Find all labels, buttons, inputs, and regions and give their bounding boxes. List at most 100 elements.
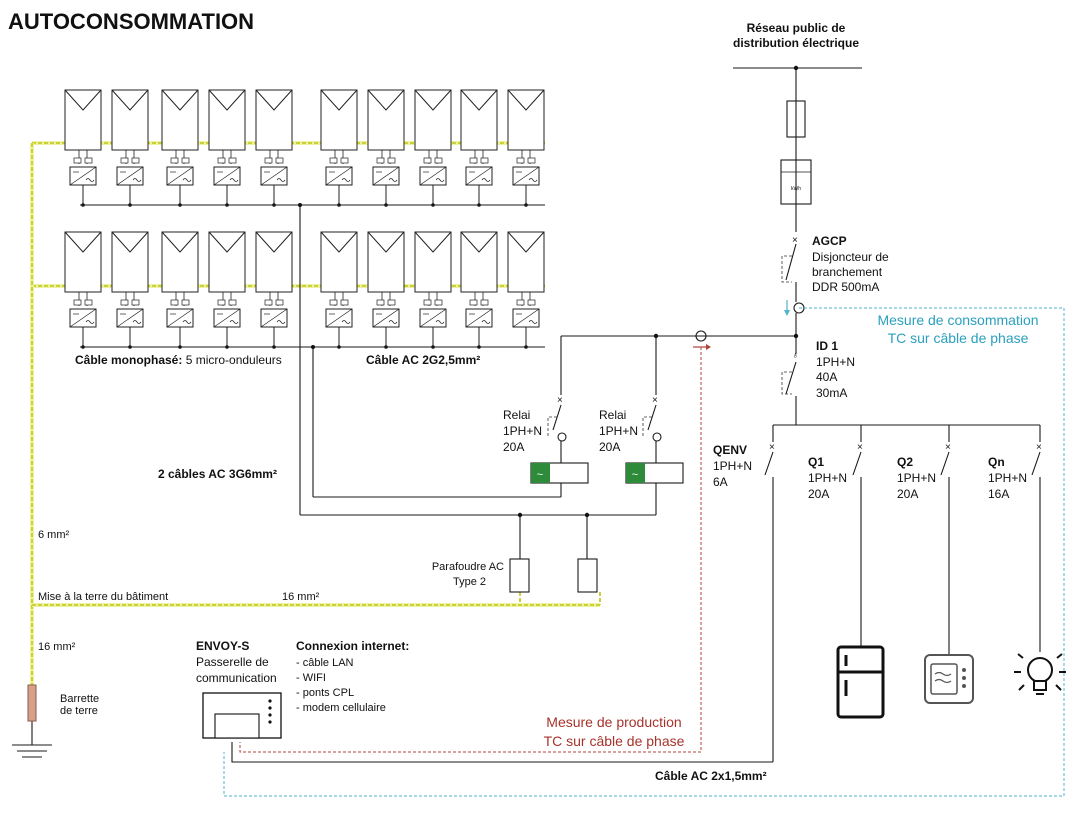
id1-mark: ♁	[792, 350, 799, 360]
pv-module	[111, 231, 149, 349]
surge-line2: Type 2	[453, 576, 486, 588]
main-fuse-icon	[786, 100, 806, 138]
earth-bar-line1: Barrette	[60, 693, 99, 705]
earth-16mm-label-b: 16 mm²	[38, 641, 76, 653]
earth-bar-line2: de terre	[60, 705, 98, 717]
cable-ac-label: Câble AC 2G2,5mm²	[366, 353, 480, 367]
microwave-icon	[924, 654, 974, 704]
agcp-breaker-mark: ×	[792, 235, 798, 246]
surge-protector: Parafoudre AC Type 2	[432, 515, 598, 593]
relay-1-line1: 1PH+N	[503, 424, 542, 438]
grid-feed: Réseau public de distribution électrique…	[733, 21, 889, 425]
pv-module	[64, 231, 102, 349]
earth-bar-icon	[27, 684, 37, 722]
circuit-qn-line1: 1PH+N	[988, 471, 1027, 485]
circuit-q2-line2: 20A	[897, 487, 918, 501]
pv-module	[460, 89, 498, 207]
internet-item-cellular: - modem cellulaire	[296, 702, 386, 714]
circuit-q1-line1: 1PH+N	[808, 471, 847, 485]
production-line1: Mesure de production	[546, 714, 681, 730]
circuit-qenv-line1: 1PH+N	[713, 459, 752, 473]
svg-text:×: ×	[769, 442, 775, 453]
pv-module	[460, 231, 498, 349]
distribution: × × × × QENV 1PH+N 6A Q1 1PH+N 20A Q2 1P…	[231, 424, 1042, 763]
pv-module	[320, 231, 358, 349]
surge-protector-2-icon	[577, 558, 598, 593]
svg-text:×: ×	[945, 442, 951, 453]
pv-array	[64, 89, 545, 349]
pv-module	[367, 231, 405, 349]
page-title: AUTOCONSOMMATION	[8, 9, 254, 34]
circuit-qenv-name: QENV	[713, 443, 747, 457]
pv-module	[255, 231, 293, 349]
circuit-qn-line2: 16A	[988, 487, 1009, 501]
circuit-q1-line2: 20A	[808, 487, 829, 501]
svg-text:×: ×	[1036, 442, 1042, 453]
agcp-line1: Disjoncteur de	[812, 250, 889, 264]
internet-item-cpl: - ponts CPL	[296, 687, 354, 699]
grid-label-line1: Réseau public de	[747, 21, 846, 35]
relay-2-green-icon	[626, 463, 645, 483]
consumption-measure: Mesure de consommation TC sur câble de p…	[223, 300, 1065, 797]
internet-item-wifi: - WIFI	[296, 672, 326, 684]
circuit-q2-name: Q2	[897, 455, 913, 469]
agcp-line2: branchement	[812, 265, 883, 279]
pv-module	[414, 89, 452, 207]
envoy-line1: Passerelle de	[196, 655, 269, 669]
svg-text:×: ×	[652, 395, 658, 406]
pv-module	[208, 89, 246, 207]
pv-module	[320, 89, 358, 207]
kwh-meter-icon	[780, 159, 812, 205]
production-ct-icon	[695, 330, 707, 342]
internet-title: Connexion internet:	[296, 639, 409, 653]
id1-line2: 40A	[816, 370, 837, 384]
grid-label-line2: distribution électrique	[733, 36, 859, 50]
surge-line1: Parafoudre AC	[432, 561, 504, 573]
relay-2-line2: 20A	[599, 440, 620, 454]
pv-module	[507, 231, 545, 349]
consumption-line1: Mesure de consommation	[877, 312, 1038, 328]
pv-module	[111, 89, 149, 207]
circuit-q1-name: Q1	[808, 455, 824, 469]
svg-text:~: ~	[632, 469, 638, 481]
fridge-icon	[836, 645, 885, 719]
kwh-meter-label: kWh	[791, 186, 801, 192]
agcp-line3: DDR 500mA	[812, 280, 879, 294]
pv-module	[367, 89, 405, 207]
earth-6mm-label: 6 mm²	[38, 529, 70, 541]
circuit-qn-name: Qn	[988, 455, 1005, 469]
pv-module	[208, 231, 246, 349]
pv-module	[161, 89, 199, 207]
earth-16mm-label-a: 16 mm²	[282, 591, 320, 603]
pv-module	[507, 89, 545, 207]
production-line2: TC sur câble de phase	[544, 733, 685, 749]
svg-text:×: ×	[557, 395, 563, 406]
envoy-name: ENVOY-S	[196, 639, 249, 653]
id1-line1: 1PH+N	[816, 355, 855, 369]
pv-module	[414, 231, 452, 349]
pv-bus	[80, 203, 656, 518]
envoy-line2: communication	[196, 671, 277, 685]
id1-line3: 30mA	[816, 386, 847, 400]
relay-2-name: Relai	[599, 408, 626, 422]
circuit-qenv-line2: 6A	[713, 475, 728, 489]
svg-text:~: ~	[537, 469, 543, 481]
relay-1-line2: 20A	[503, 440, 524, 454]
relay-1-name: Relai	[503, 408, 530, 422]
building-earth-label: Mise à la terre du bâtiment	[38, 591, 168, 603]
lightbulb-icon	[1014, 653, 1066, 695]
envoy-gateway: ENVOY-S Passerelle de communication Conn…	[196, 639, 409, 739]
cable-mono-label: Câble monophasé: 5 micro-onduleurs	[75, 353, 282, 367]
surge-protector-1-icon	[509, 558, 530, 593]
consumption-line2: TC sur câble de phase	[888, 330, 1029, 346]
relay-1-green-icon	[531, 463, 550, 483]
relay-group: × ~ Relai 1PH+N 20A × ~ Relai 1PH+N 20A	[503, 336, 684, 515]
two-cables-label: 2 câbles AC 3G6mm²	[158, 467, 277, 481]
pv-module	[161, 231, 199, 349]
pv-module	[64, 89, 102, 207]
svg-text:×: ×	[857, 442, 863, 453]
bottom-cable-label: Câble AC 2x1,5mm²	[655, 769, 767, 783]
internet-item-lan: - câble LAN	[296, 657, 354, 669]
agcp-name: AGCP	[812, 234, 847, 248]
